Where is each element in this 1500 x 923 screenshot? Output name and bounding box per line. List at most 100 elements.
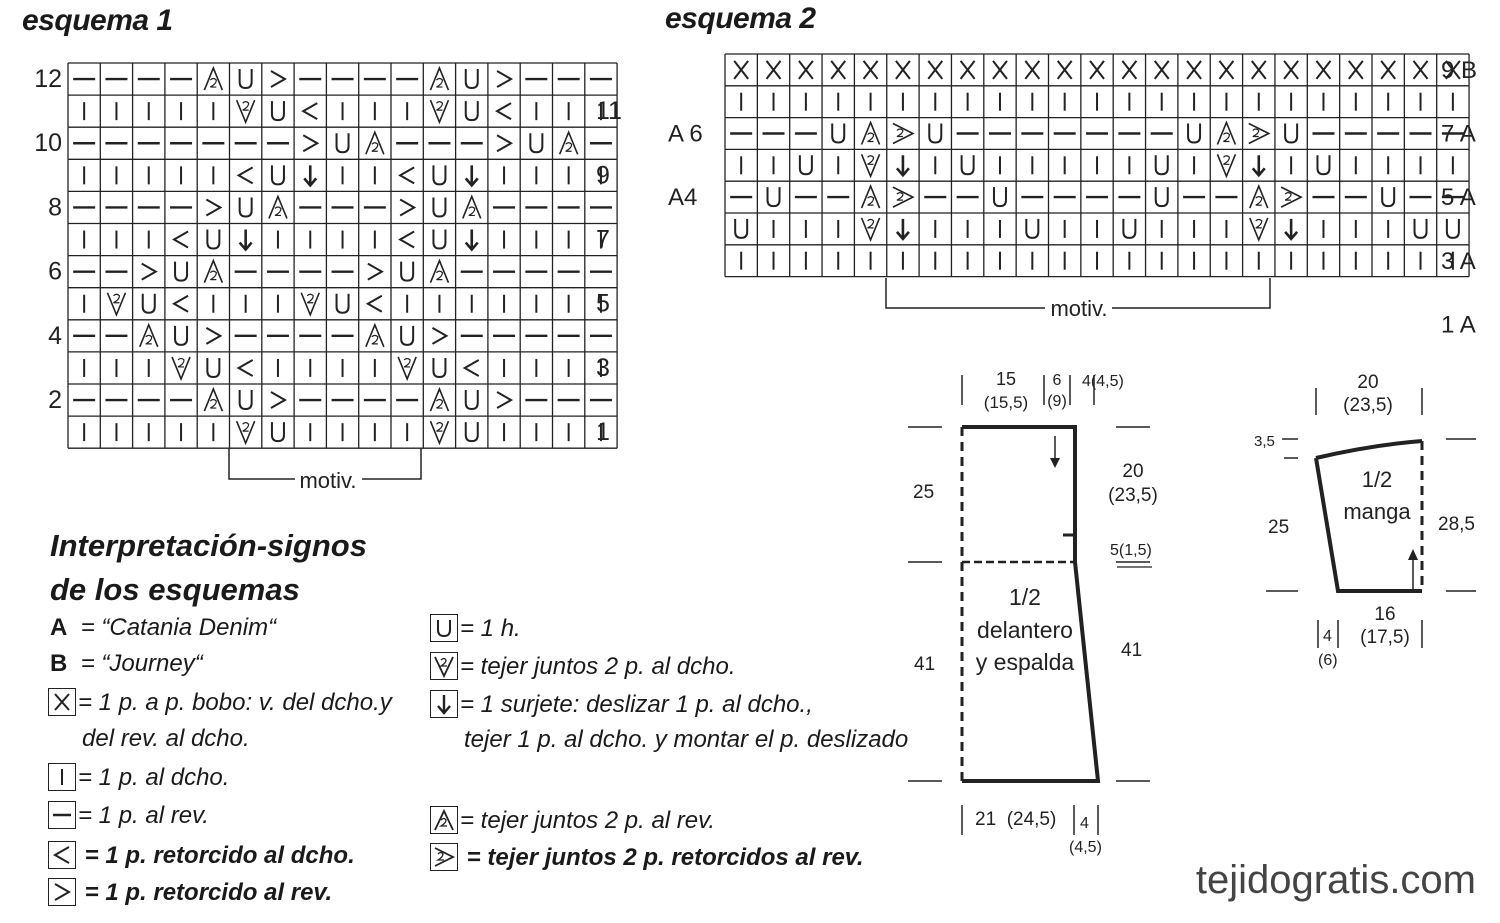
legend-skpo-cont: tejer 1 p. al dcho. y montar el p. desli… [464,726,908,754]
legend-a-key: A [50,614,68,641]
stitch-symbol [1315,60,1332,80]
stitch-symbol [429,258,450,283]
stitch-symbol [734,218,749,239]
stitch-symbol [1154,155,1169,176]
stitch-symbol [464,101,479,122]
upper-height: 25 [913,482,934,503]
stitch-symbol [959,60,976,80]
stitch-symbol [1445,218,1460,239]
legend-a: A = “Catania Denim“ [50,614,276,642]
stitch-symbol [892,122,915,145]
body-label-1: 1/2 [1009,584,1041,610]
twist-knit-symbol-icon [48,841,76,869]
row-label-right: 1 A [1441,311,1476,338]
chart2-motif-label: motiv. [1050,296,1107,321]
stitch-symbol [270,70,287,88]
legend-yo-text: = 1 h. [460,615,521,642]
stitch-symbol [1413,218,1428,239]
stitch-symbol [1025,218,1040,239]
stitch-symbol [429,65,450,91]
stitch-symbol [1348,60,1364,80]
stitch-symbol [464,229,479,252]
stitch-symbol [335,293,350,314]
chart2-title: esquema 2 [665,2,816,35]
legend-b-text: = “Journey“ [80,650,203,677]
stitch-symbol [495,102,512,121]
row-label-right: 9 B [1441,57,1477,84]
skpo-symbol-icon [430,690,458,718]
stitch-symbol [270,101,285,122]
stitch-symbol [206,229,221,250]
body-top-width-alt: (15,5) [984,393,1028,412]
body-bottom-width: 21 (24,5) [975,809,1056,830]
stitch-symbol [1216,153,1237,179]
twist-purl-symbol-icon [48,878,76,906]
stitch-symbol [206,357,221,378]
stitch-symbol [397,356,417,382]
legend-x-text: = 1 p. a p. bobo: v. del dcho.y [78,689,392,716]
lower-height-right: 41 [1121,640,1142,661]
stitch-symbol [432,357,447,378]
sleeve-bottom-extra: 4 [1323,628,1332,645]
stitch-symbol [1412,60,1429,80]
stitch-symbol [831,123,846,144]
stitch-symbol [1381,187,1396,208]
stitch-symbol [301,102,318,121]
stitch-symbol [1251,155,1266,178]
row-label-right: 3 A [1441,248,1476,275]
row-number-right: 7 [596,226,610,254]
stitch-symbol [1249,183,1269,209]
body-label-2: delantero [977,617,1073,643]
stitch-symbol [1380,60,1396,80]
neck-a: 6 [1053,372,1062,389]
stitch-symbol [203,65,224,91]
lower-height-left: 41 [914,654,935,675]
stitch-symbol [303,165,318,188]
legend-purl-text: = 1 p. al rev. [78,802,209,829]
stitch-symbol [464,69,479,90]
shoulder-drop: 5(1,5) [1110,542,1152,559]
neck-b: 4(4,5) [1082,373,1124,390]
stitch-symbol [141,293,156,314]
stitch-symbol [1316,155,1331,176]
stitch-symbol [429,99,450,125]
stitch-symbol [830,60,847,80]
legend-x-cont: del rev. al dcho. [82,725,250,753]
stitch-symbol [398,166,415,185]
legend-twist-k-text: = 1 p. retorcido al dcho. [84,842,355,869]
stitch-symbol [238,197,253,218]
sleeve-bottom-width: 16 [1374,604,1395,625]
stitch-symbol [172,294,189,313]
legend-p2tog-text: = tejer juntos 2 p. al rev. [460,807,716,834]
legend-p2togtbl: = tejer juntos 2 p. retorcidos al rev. [430,843,863,872]
legend-twist-k: = 1 p. retorcido al dcho. [48,841,355,870]
row-number-left: 4 [48,322,62,350]
legend-b: B = “Journey“ [50,650,203,678]
p2togtbl-symbol-icon [430,843,458,871]
row-number-left: 8 [48,193,62,221]
stitch-symbol [431,326,449,345]
legend-yo: = 1 h. [430,614,521,643]
row-label-right: 5 A [1441,184,1476,211]
chart1-title: esquema 1 [22,4,173,37]
stitch-symbol [1216,120,1237,145]
stitch-symbol [496,391,514,409]
sleeve-bottom-extra-alt: (6) [1318,652,1338,669]
sleeve-right-height: 28,5 [1438,514,1475,535]
stitch-symbol [174,261,189,282]
p2tog-symbol-icon [430,806,458,834]
legend-x: = 1 p. a p. bobo: v. del dcho.y [48,688,392,717]
row-number-right: 11 [596,97,622,125]
stitch-symbol [1280,186,1303,208]
sleeve-bottom-width-alt: (17,5) [1360,627,1410,648]
sleeve-top-width-alt: (23,5) [1343,395,1393,416]
stitch-symbol [529,133,544,154]
stitch-symbol [235,99,256,125]
legend-twist-p: = 1 p. retorcido al rev. [48,878,332,907]
stitch-symbol [496,134,514,153]
body-bottom-extra: 4 [1080,815,1089,832]
motif-bracket [885,278,1045,309]
row-number-right: 3 [596,354,610,382]
